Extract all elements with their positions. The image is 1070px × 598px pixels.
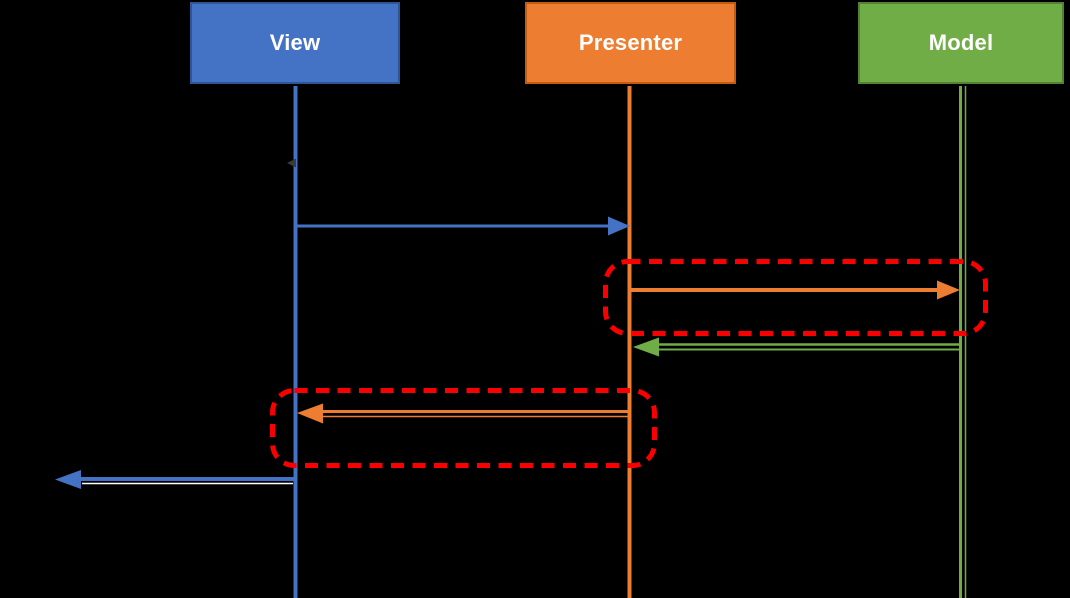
actor-box-model: Model	[858, 2, 1064, 84]
message-arrow-view-to-caller	[55, 470, 295, 489]
message-arrow-presenter-to-model	[631, 280, 960, 300]
arrowhead-left-icon	[55, 470, 81, 489]
message-arrow-model-to-presenter	[633, 337, 962, 357]
actor-label-presenter: Presenter	[578, 30, 683, 55]
actor-box-view: View	[190, 2, 400, 84]
lifeline-model	[959, 86, 967, 598]
arrowhead-left-icon	[633, 337, 659, 357]
message-arrow-presenter-to-view	[297, 403, 629, 424]
actor-box-presenter: Presenter	[525, 2, 736, 84]
tick-mark	[287, 158, 296, 168]
arrowhead-left-icon	[297, 403, 323, 424]
actor-label-view: View	[269, 30, 321, 55]
highlight-box-presenter-to-view	[270, 388, 657, 468]
actor-label-model: Model	[928, 30, 994, 55]
message-arrow-view-to-presenter	[296, 216, 630, 236]
arrowhead-right-icon	[937, 280, 960, 300]
arrowhead-right-icon	[608, 216, 630, 236]
highlight-box-presenter-to-model	[603, 259, 988, 336]
